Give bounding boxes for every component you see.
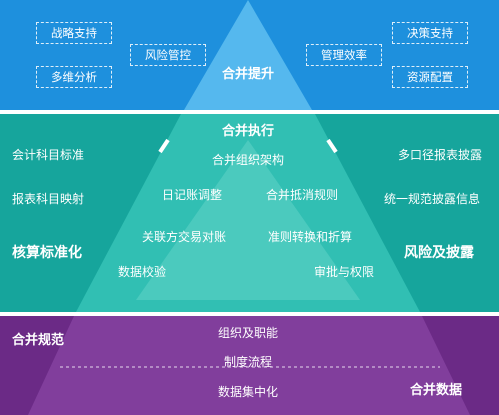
multidimensional-analysis-box: 多维分析 xyxy=(36,66,112,88)
right-item-multi-caliber-disclosure: 多口径报表披露 xyxy=(398,148,483,162)
left-item-report-mapping: 报表科目映射 xyxy=(12,192,85,206)
decision-support-box: 决策支持 xyxy=(392,22,468,44)
resource-allocation-box: 资源配置 xyxy=(392,66,468,88)
inner-item-data-validation: 数据校验 xyxy=(117,265,167,279)
inner-item-approval-permissions: 审批与权限 xyxy=(313,265,375,279)
right-item-unified-disclosure: 统一规范披露信息 xyxy=(384,192,481,206)
bottom-item-data-centralization: 数据集中化 xyxy=(217,385,279,399)
pyramid-bottom-tier xyxy=(28,316,470,415)
inner-item-standards-translation: 准则转换和折算 xyxy=(267,230,353,244)
pyramid-middle-tier xyxy=(76,114,420,312)
bottom-item-process: 制度流程 xyxy=(223,355,273,369)
pyramid-top-tier xyxy=(184,0,312,110)
inner-item-elimination-rules: 合并抵消规则 xyxy=(265,188,339,202)
bottom-item-organization: 组织及职能 xyxy=(217,326,279,340)
risk-disclosure-title: 风险及披露 xyxy=(404,245,474,261)
merge-improvement-title: 合并提升 xyxy=(221,67,275,82)
pyramid-inner-triangle xyxy=(136,140,360,300)
strategy-support-box: 战略支持 xyxy=(36,22,112,44)
left-item-account-standard: 会计科目标准 xyxy=(12,148,85,162)
inner-item-journal-adjustment: 日记账调整 xyxy=(161,188,223,202)
merge-execution-title: 合并执行 xyxy=(221,124,275,139)
risk-control-box: 风险管控 xyxy=(130,44,206,66)
inner-item-org-structure: 合并组织架构 xyxy=(211,153,285,167)
merge-standards-title: 合并规范 xyxy=(12,333,65,348)
management-efficiency-box: 管理效率 xyxy=(306,44,382,66)
merge-data-title: 合并数据 xyxy=(410,383,463,398)
inner-item-related-party-reconciliation: 关联方交易对账 xyxy=(141,230,227,244)
accounting-standardization-title: 核算标准化 xyxy=(12,245,82,261)
